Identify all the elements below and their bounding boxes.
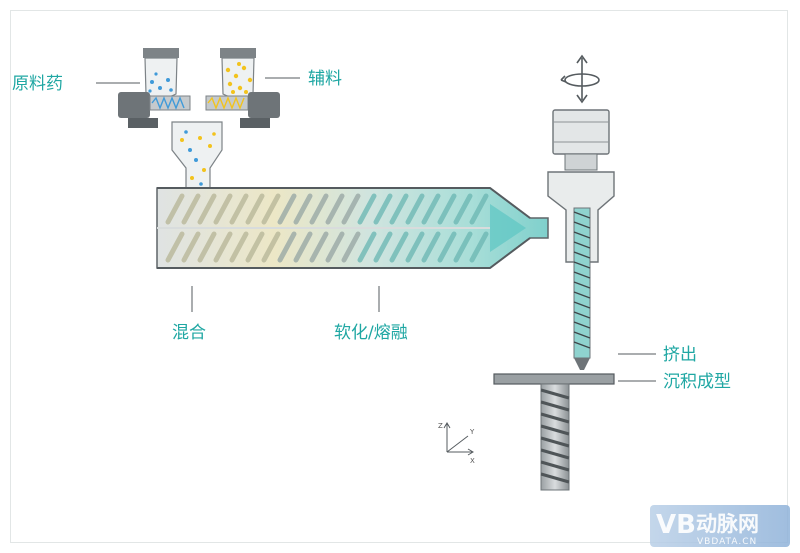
nozzle-screw	[573, 211, 591, 349]
screw-flight	[421, 231, 441, 263]
screw-flight	[165, 231, 185, 263]
main-hopper	[171, 121, 223, 191]
watermark-brand: 动脉网	[696, 512, 759, 536]
screw-flight	[277, 231, 297, 263]
nozzle-tip	[574, 358, 590, 370]
screw-flight	[389, 231, 409, 263]
excipient-feeder-screw	[207, 96, 245, 110]
screw-flight	[245, 193, 265, 225]
screw-flight	[165, 193, 185, 225]
rotate-arrows-icon	[560, 54, 600, 104]
print-head-coupling	[564, 153, 598, 171]
excipient-hopper-cap	[220, 48, 256, 58]
build-platform	[493, 373, 615, 491]
api-particles	[148, 72, 173, 93]
api-feeder-base	[128, 118, 158, 128]
watermark-url: VBDATA.CN	[697, 537, 757, 547]
print-head	[547, 54, 615, 370]
screw-flight	[373, 231, 393, 263]
extruder-barrel	[156, 187, 549, 269]
screw-flight	[309, 231, 329, 263]
screw-flight	[213, 231, 233, 263]
screw-flight	[357, 193, 377, 225]
screw-flight	[405, 193, 425, 225]
watermark-logo: VB	[656, 510, 696, 540]
watermark-bg	[650, 505, 790, 547]
screw-flight	[405, 231, 425, 263]
screw-flight	[245, 231, 265, 263]
screw-flight	[469, 231, 489, 263]
screw-flight	[453, 193, 473, 225]
print-head-motor	[552, 109, 610, 155]
axis-label-z: Z	[438, 422, 443, 430]
api-hopper-cap	[143, 48, 179, 58]
screw-flight	[293, 193, 313, 225]
y-axis	[446, 435, 469, 453]
excipient-feeder-motor	[248, 92, 280, 118]
screw-flight	[309, 193, 329, 225]
mixed-particles	[180, 130, 216, 186]
label-excipient: 辅料	[308, 69, 342, 89]
screw-flight	[261, 231, 281, 263]
label-extrusion: 挤出	[663, 345, 697, 365]
excipient-feeder-base	[240, 118, 270, 128]
screw-flight	[213, 193, 233, 225]
screw-flight	[453, 231, 473, 263]
label-api: 原料药	[12, 74, 63, 94]
axis-label-x: X	[470, 457, 475, 465]
screw-flight	[261, 193, 281, 225]
axis-label-y: Y	[469, 428, 475, 436]
x-arrow-icon	[467, 448, 474, 456]
screw-flight	[325, 231, 345, 263]
api-feeder	[118, 48, 191, 128]
screw-flight	[229, 231, 249, 263]
label-deposition: 沉积成型	[663, 372, 731, 392]
screw-tip	[490, 204, 526, 252]
api-feeder-screw	[151, 96, 185, 110]
screw-flight	[341, 231, 361, 263]
screw-flight	[229, 193, 249, 225]
screw-flight	[437, 231, 457, 263]
screw-flight	[325, 193, 345, 225]
screw-flight	[277, 193, 297, 225]
excipient-particles	[225, 62, 253, 94]
label-mixing: 混合	[172, 323, 206, 343]
screw-flight	[341, 193, 361, 225]
printed-part	[540, 383, 570, 491]
screw-flight	[197, 193, 217, 225]
axes-indicator	[443, 422, 474, 456]
screw-flight	[181, 231, 201, 263]
build-plate	[493, 373, 615, 385]
screw-flight	[389, 193, 409, 225]
excipient-feeder	[205, 48, 280, 128]
screw-flight	[421, 193, 441, 225]
screw-flight	[469, 193, 489, 225]
leader-lines	[96, 77, 656, 382]
screw-flight	[373, 193, 393, 225]
screw-flight	[293, 231, 313, 263]
screw-flight	[437, 193, 457, 225]
label-softening: 软化/熔融	[334, 323, 408, 343]
z-arrow-icon	[443, 422, 451, 429]
api-feeder-motor	[118, 92, 150, 118]
printed-part-thread	[540, 388, 570, 484]
watermark: VB 动脉网 VBDATA.CN	[650, 505, 790, 547]
screw-flight	[197, 231, 217, 263]
screw-flights	[165, 193, 489, 263]
screw-flight	[357, 231, 377, 263]
screw-flight	[181, 193, 201, 225]
